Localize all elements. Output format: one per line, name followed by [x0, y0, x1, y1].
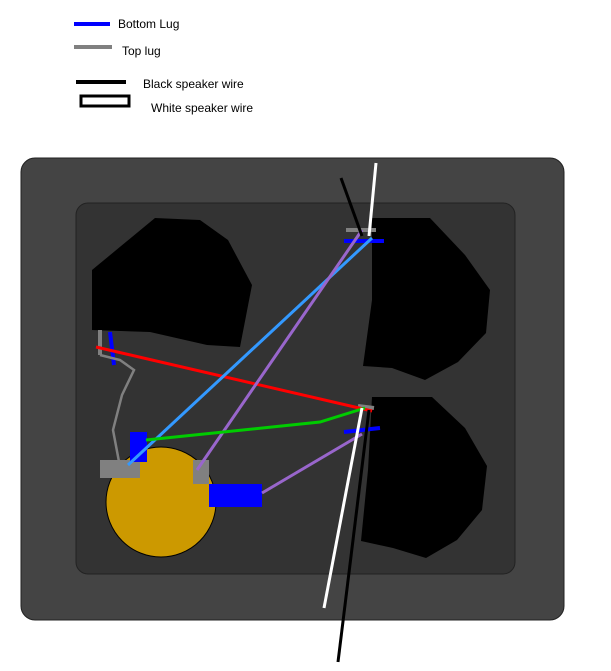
speaker-top-left [92, 218, 252, 347]
wire-purple-bottom [261, 432, 363, 495]
black-speaker-wire-bottom [336, 409, 371, 663]
legend-label-black-wire: Black speaker wire [143, 77, 244, 91]
speaker-top-right [363, 218, 490, 380]
switch-block [130, 432, 147, 462]
legend: Bottom Lug Top lug Black speaker wire Wh… [74, 17, 253, 115]
white-speaker-wire-top [367, 162, 378, 237]
speaker-bottom-right [361, 397, 487, 558]
white-speaker-wire-bottom [322, 407, 364, 609]
top-lug-right-bottom [357, 404, 375, 410]
pot-lug-right [193, 460, 209, 484]
legend-label-white-wire: White speaker wire [151, 101, 253, 115]
wire-red [95, 345, 373, 413]
legend-label-bottom-lug: Bottom Lug [118, 17, 179, 31]
wire-green [145, 406, 366, 442]
jack-block [209, 484, 262, 507]
wire-gray [99, 353, 136, 468]
legend-label-top-lug: Top lug [122, 44, 161, 58]
wire-purple-top [195, 229, 364, 471]
black-speaker-wire-top [339, 177, 364, 237]
bottom-lug-right-bottom [343, 426, 381, 434]
legend-swatch-white-wire [79, 94, 131, 108]
